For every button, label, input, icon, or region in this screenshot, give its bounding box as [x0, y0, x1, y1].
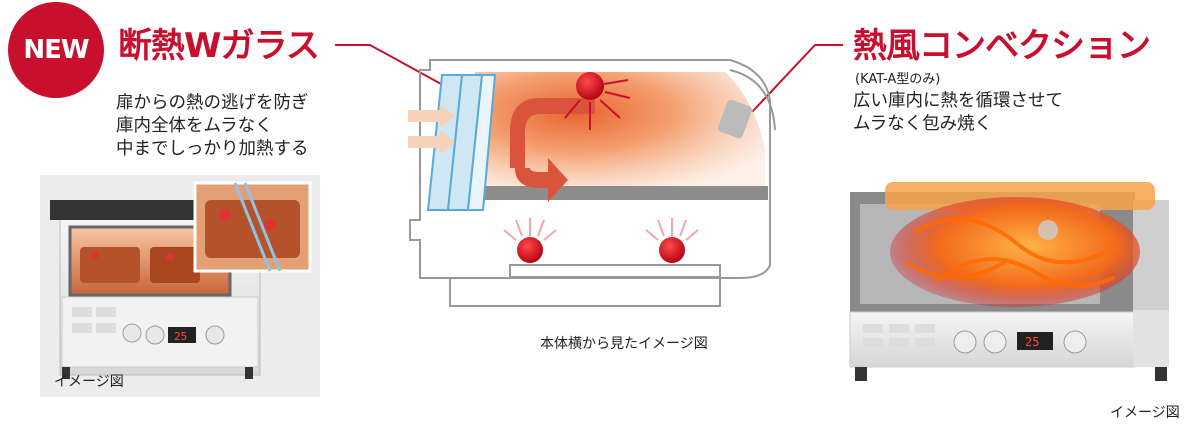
desc-line: 広い庫内に熱を循環させて — [853, 91, 1063, 111]
toaster-illustration-right: 25 — [849, 182, 1169, 381]
display-readout-right: 25 — [1025, 335, 1039, 349]
desc-line: 中までしっかり加熱する — [116, 139, 309, 159]
insulated-glass-description: 扉からの熱の逃げを防ぎ 庫内全体をムラなく 中までしっかり加熱する — [116, 92, 309, 161]
display-readout-left: 25 — [174, 330, 187, 343]
new-badge: NEW — [8, 2, 104, 98]
toaster-photo-left: 25 イメージ図 — [40, 175, 320, 397]
toaster-illustration-left: 25 — [50, 181, 312, 379]
photo-caption-left: イメージ図 — [54, 374, 124, 390]
model-note: (KAT-A型のみ) — [855, 72, 941, 87]
hot-air-convection-title: 熱風コンベクション — [853, 26, 1151, 66]
desc-line: 庫内全体をムラなく — [116, 116, 273, 136]
desc-line: ムラなく包み焼く — [853, 114, 993, 134]
photo-caption-right: イメージ図 — [1110, 405, 1180, 421]
convection-description: 広い庫内に熱を循環させて ムラなく包み焼く — [853, 90, 1063, 136]
side-view-diagram — [408, 59, 776, 307]
insulated-glass-title: 断熱Wガラス — [118, 26, 320, 66]
side-view-caption: 本体横から見たイメージ図 — [540, 336, 708, 352]
desc-line: 扉からの熱の逃げを防ぎ — [116, 93, 309, 113]
